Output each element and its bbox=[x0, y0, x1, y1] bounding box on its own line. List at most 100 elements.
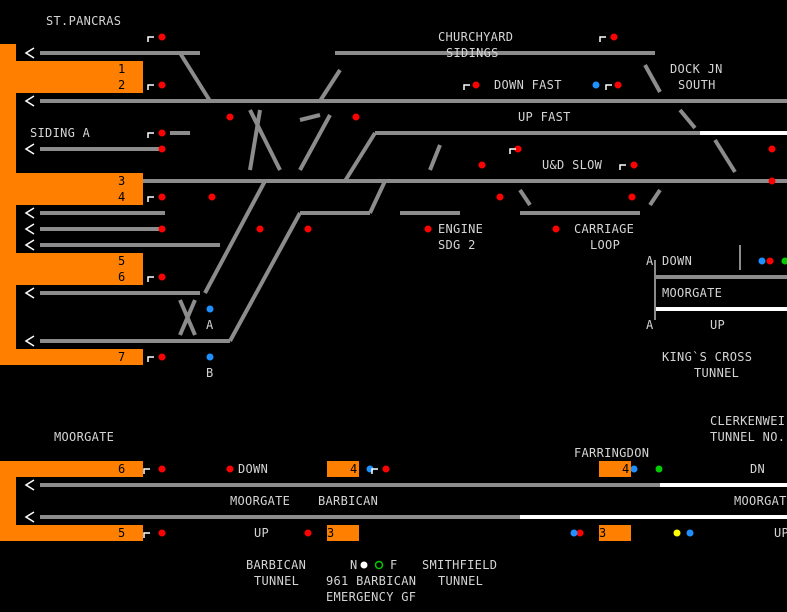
signal-post[interactable] bbox=[463, 84, 470, 90]
signal-ground-shunt[interactable] bbox=[206, 353, 214, 361]
signal-aspect[interactable] bbox=[226, 113, 234, 121]
signal-aspect[interactable] bbox=[630, 161, 638, 169]
signal-post[interactable] bbox=[599, 36, 606, 42]
signal-ground-shunt[interactable] bbox=[630, 465, 638, 473]
emergency-n-label: N bbox=[350, 558, 358, 572]
platform-number-5[interactable]: 5 bbox=[118, 254, 126, 268]
signal-aspect[interactable] bbox=[158, 129, 166, 137]
signal-aspect-green[interactable] bbox=[781, 257, 787, 265]
signal-post[interactable] bbox=[619, 164, 626, 170]
signal-aspect[interactable] bbox=[158, 81, 166, 89]
signal-aspect[interactable] bbox=[304, 225, 312, 233]
track-crossover[interactable] bbox=[368, 180, 387, 214]
marker-a-down: A bbox=[646, 254, 654, 268]
moorgate-concourse bbox=[0, 461, 16, 541]
track-crossover[interactable] bbox=[299, 113, 321, 122]
platform-7 bbox=[0, 349, 143, 365]
signal-ground-shunt[interactable] bbox=[592, 81, 600, 89]
signal-aspect[interactable] bbox=[472, 81, 480, 89]
signal-post[interactable] bbox=[605, 84, 612, 90]
moorgate-platform-5 bbox=[0, 525, 143, 541]
engine-siding-label-2: SDG 2 bbox=[438, 238, 476, 252]
signal-aspect[interactable] bbox=[628, 193, 636, 201]
signal-post[interactable] bbox=[147, 36, 154, 42]
signal-aspect[interactable] bbox=[208, 193, 216, 201]
platform-number-3[interactable]: 3 bbox=[118, 174, 126, 188]
track-crossover[interactable] bbox=[228, 212, 302, 342]
signal-aspect[interactable] bbox=[158, 273, 166, 281]
platform-number-6[interactable]: 6 bbox=[118, 270, 126, 284]
signal-aspect[interactable] bbox=[552, 225, 560, 233]
track-crossover[interactable] bbox=[178, 299, 197, 336]
signal-aspect[interactable] bbox=[158, 145, 166, 153]
platform-number-7[interactable]: 7 bbox=[118, 350, 126, 364]
track-crossover[interactable] bbox=[203, 180, 267, 294]
signal-post[interactable] bbox=[147, 132, 154, 138]
platform-number-2[interactable]: 2 bbox=[118, 78, 126, 92]
signal-post[interactable] bbox=[147, 356, 154, 362]
signal-aspect[interactable] bbox=[256, 225, 264, 233]
signal-aspect[interactable] bbox=[158, 225, 166, 233]
track-crossover[interactable] bbox=[298, 114, 332, 171]
signal-post[interactable] bbox=[143, 468, 150, 474]
track-crossover[interactable] bbox=[248, 109, 282, 171]
signal-ground-shunt[interactable] bbox=[206, 305, 214, 313]
moorgate-platform-number-5[interactable]: 5 bbox=[118, 526, 126, 540]
signal-post[interactable] bbox=[509, 148, 516, 154]
platform-number-1[interactable]: 1 bbox=[118, 62, 126, 76]
signal-ground-shunt[interactable] bbox=[686, 529, 694, 537]
track-crossover[interactable] bbox=[648, 188, 662, 207]
signal-post[interactable] bbox=[371, 468, 378, 474]
signal-aspect[interactable] bbox=[304, 529, 312, 537]
farringdon-platform-number-3[interactable]: 3 bbox=[599, 526, 607, 540]
signal-aspect[interactable] bbox=[158, 33, 166, 41]
signal-aspect[interactable] bbox=[352, 113, 360, 121]
signal-aspect[interactable] bbox=[158, 529, 166, 537]
signal-aspect[interactable] bbox=[424, 225, 432, 233]
signal-ground-shunt[interactable] bbox=[570, 529, 578, 537]
signal-aspect[interactable] bbox=[226, 465, 234, 473]
track-crossover[interactable] bbox=[518, 188, 532, 207]
signal-aspect[interactable] bbox=[158, 465, 166, 473]
signal-aspect[interactable] bbox=[610, 33, 618, 41]
track-crossover[interactable] bbox=[248, 109, 262, 171]
buffer-stop bbox=[24, 335, 35, 347]
track-crossover[interactable] bbox=[428, 144, 442, 171]
signal-aspect[interactable] bbox=[576, 529, 584, 537]
track-crossover[interactable] bbox=[343, 131, 377, 183]
moorgate-platform-number-6[interactable]: 6 bbox=[118, 462, 126, 476]
farringdon-platform-number-4[interactable]: 4 bbox=[622, 462, 630, 476]
signal-aspect[interactable] bbox=[768, 145, 776, 153]
dn-right-label: DN bbox=[750, 462, 766, 476]
barbican-platform-number-3[interactable]: 3 bbox=[327, 526, 335, 540]
marker-b-left: B bbox=[206, 366, 214, 380]
signal-aspect[interactable] bbox=[158, 353, 166, 361]
signal-aspect[interactable] bbox=[478, 161, 486, 169]
emergency-gf-label-1: 961 BARBICAN bbox=[326, 574, 417, 588]
up-fast-label: UP FAST bbox=[518, 110, 571, 124]
barbican-platform-number-4[interactable]: 4 bbox=[350, 462, 358, 476]
signal-aspect[interactable] bbox=[382, 465, 390, 473]
farringdon-platform-4 bbox=[599, 461, 631, 477]
track-crossover[interactable] bbox=[178, 51, 212, 103]
signal-post[interactable] bbox=[147, 196, 154, 202]
signal-post[interactable] bbox=[147, 276, 154, 282]
signal-aspect[interactable] bbox=[158, 193, 166, 201]
signal-post[interactable] bbox=[147, 84, 154, 90]
signal-aspect-yellow[interactable] bbox=[673, 529, 681, 537]
signal-ground-shunt[interactable] bbox=[758, 257, 766, 265]
barbican-label: BARBICAN bbox=[318, 494, 379, 508]
track-crossover[interactable] bbox=[318, 68, 342, 103]
signal-aspect[interactable] bbox=[496, 193, 504, 201]
signal-aspect-green[interactable] bbox=[655, 465, 663, 473]
track-crossover[interactable] bbox=[713, 138, 737, 174]
buffer-stop bbox=[24, 479, 35, 491]
signal-aspect[interactable] bbox=[768, 177, 776, 185]
track-crossover[interactable] bbox=[643, 64, 662, 93]
signal-aspect[interactable] bbox=[614, 81, 622, 89]
platform-number-4[interactable]: 4 bbox=[118, 190, 126, 204]
track-crossover[interactable] bbox=[678, 108, 697, 130]
signal-aspect[interactable] bbox=[766, 257, 774, 265]
signal-post[interactable] bbox=[143, 532, 150, 538]
signal-aspect[interactable] bbox=[514, 145, 522, 153]
